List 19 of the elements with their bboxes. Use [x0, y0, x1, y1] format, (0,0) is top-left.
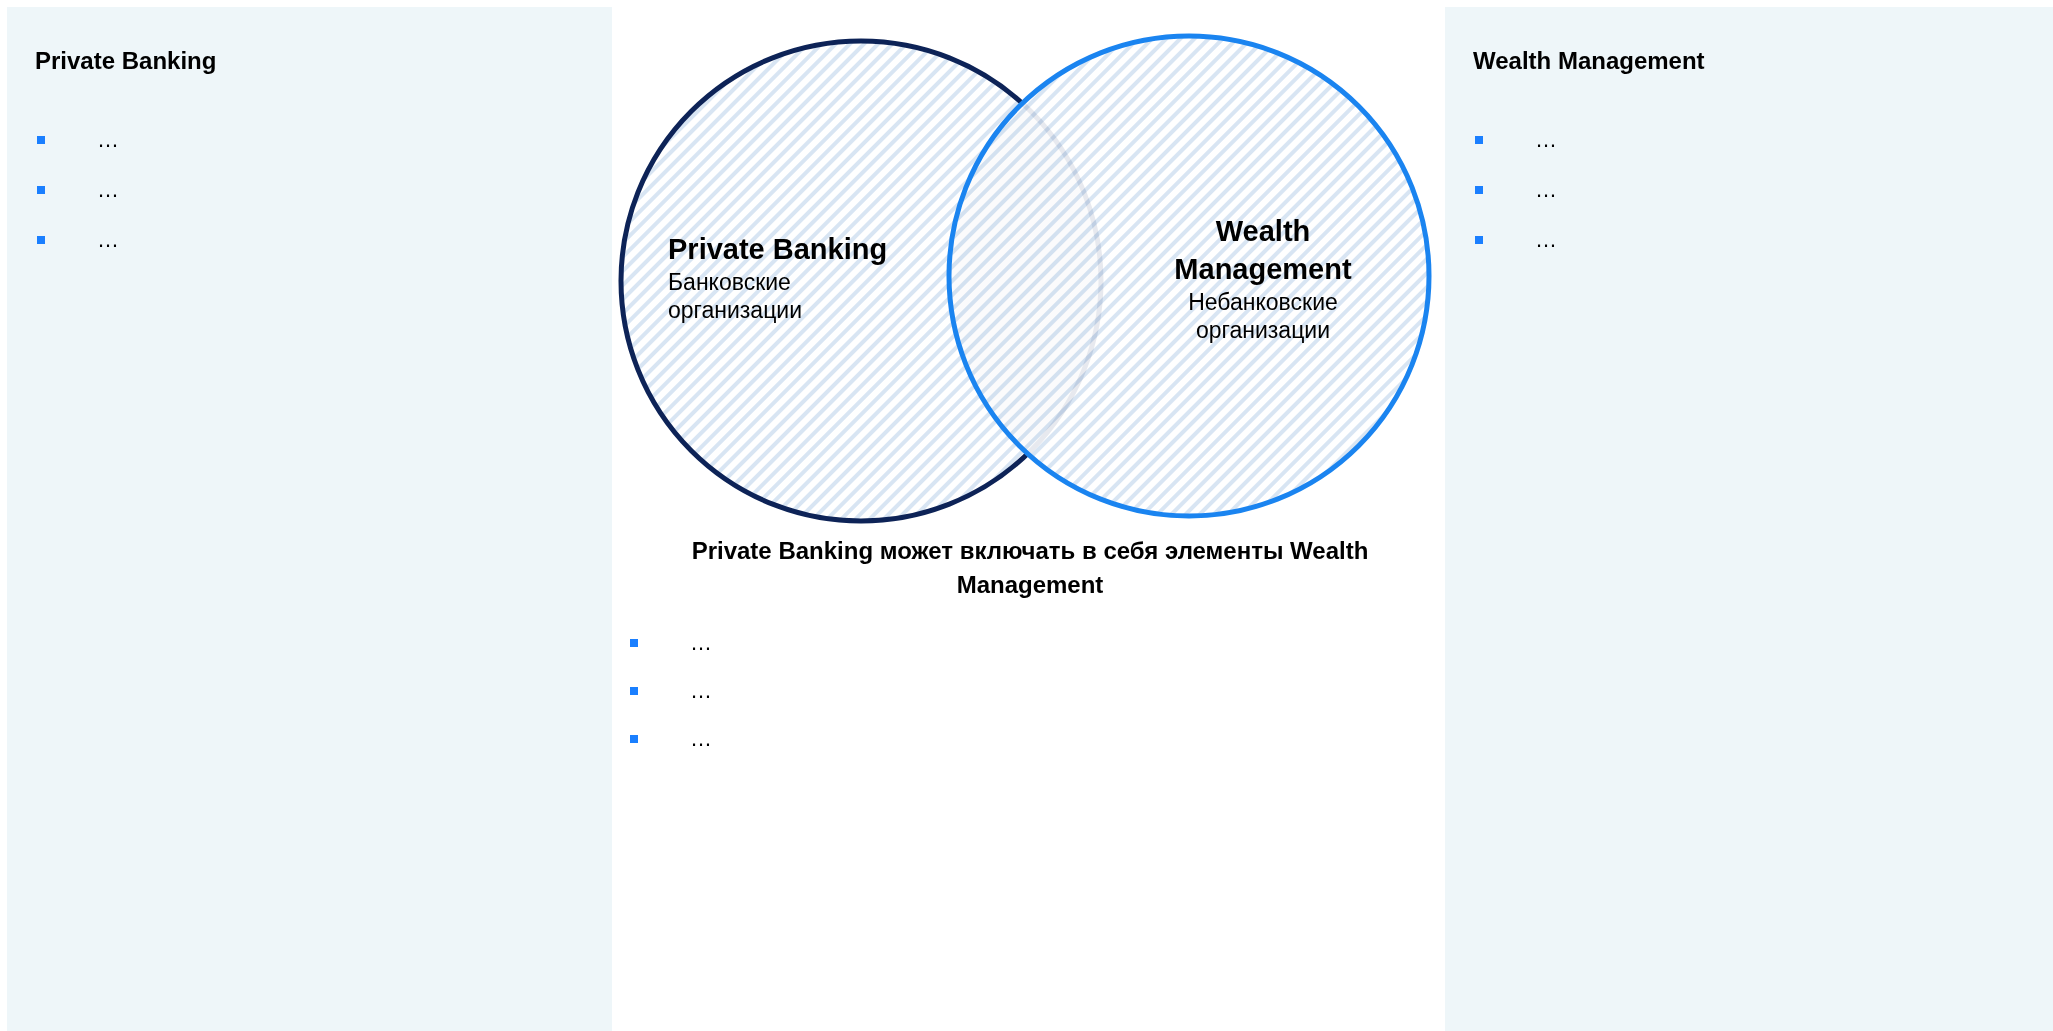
side-panel: [1445, 7, 2053, 1031]
circle-subtitle: Банковские организации: [668, 268, 803, 324]
list-item-text: …: [1535, 127, 1557, 153]
list-item-text: …: [690, 630, 712, 656]
list-item-text: …: [97, 177, 119, 203]
list-item-text: …: [1535, 177, 1557, 203]
panel-heading: Wealth Management: [1473, 47, 1705, 75]
list-item-text: …: [1535, 227, 1557, 253]
circle-title: Private Banking: [668, 232, 888, 267]
side-panel: [7, 7, 612, 1031]
caption-text: Private Banking может включать в себя элементы Wealth Management: [690, 536, 1370, 600]
venn-circle: [946, 33, 1432, 519]
circle-subtitle: Небанковские организации: [1187, 288, 1339, 344]
list-item-text: …: [97, 227, 119, 253]
list-item-text: …: [97, 127, 119, 153]
list-item-text: …: [690, 726, 712, 752]
circle-title: Wealth Management: [1173, 214, 1353, 287]
list-item-text: …: [690, 678, 712, 704]
panel-heading: Private Banking: [35, 47, 217, 75]
